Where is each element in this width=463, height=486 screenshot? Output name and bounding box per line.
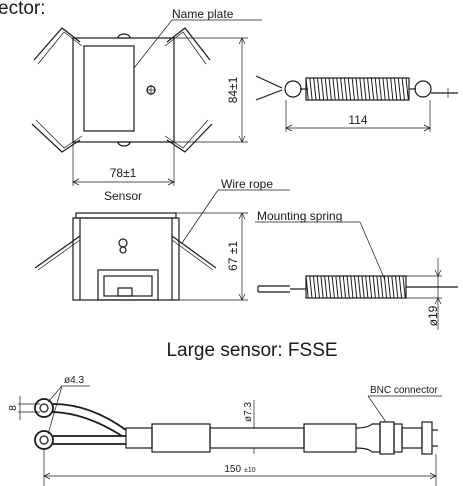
sensor-top-view: Name plate 84±1 78±1 Sensor	[31, 7, 262, 203]
coil-turn	[402, 275, 406, 299]
coil-turn	[309, 77, 313, 101]
caption: Large sensor: FSSE	[166, 340, 337, 361]
height-dim-side: 67 ±1	[226, 241, 240, 271]
coil-turn	[397, 77, 402, 101]
coil-turn	[401, 77, 405, 101]
wire-rope-bottom-left	[31, 123, 81, 153]
coil-turn	[391, 275, 395, 299]
coil-turn	[332, 77, 336, 101]
coil-turn	[316, 275, 320, 299]
coil-turn	[374, 77, 379, 101]
hole-dia-dim: ø4.3	[64, 375, 84, 386]
mounting-spring-label: Mounting spring	[257, 209, 342, 223]
bottom-rivet	[117, 141, 131, 147]
coil-turn	[378, 77, 382, 101]
sensor-side-view: Wire rope 67 ±1	[34, 177, 290, 301]
spring-top: 114	[255, 75, 458, 132]
lug-top	[34, 398, 54, 418]
coil-turn	[383, 275, 388, 299]
coil-turn	[309, 275, 313, 299]
coil-turn	[386, 77, 390, 101]
coil-turn	[328, 77, 332, 101]
wire-rope-label: Wire rope	[221, 177, 273, 191]
coil-turn	[320, 275, 324, 299]
wire-rope-top-left	[33, 27, 81, 61]
spring-coils	[305, 77, 409, 101]
width-dim: 78±1	[110, 166, 137, 180]
coil-turn	[357, 275, 361, 299]
length-dim: 150±10	[224, 464, 255, 475]
top-rivet	[117, 33, 131, 39]
coil-turn	[368, 275, 373, 299]
coil-turn	[370, 77, 375, 101]
header-fragment: ector:	[0, 0, 46, 19]
coil-turn	[363, 77, 367, 101]
spring-coils-side	[305, 275, 406, 299]
name-plate-label: Name plate	[172, 7, 234, 21]
spring-length-dim: 114	[348, 113, 367, 127]
spring-dia-dim: ø19	[426, 305, 440, 326]
cable-drawing: ø4.3 8 ø7.3 BNC connector 150±10	[8, 375, 442, 486]
coil-turn	[354, 275, 358, 299]
coil-turn	[313, 77, 317, 101]
coil-turn	[336, 77, 340, 101]
coil-turn	[331, 275, 335, 299]
name-plate	[83, 45, 135, 132]
coil-turn	[365, 275, 369, 299]
coil-turn	[346, 275, 350, 299]
wire-rope-top-right	[166, 27, 211, 61]
height-dim-top: 84±1	[226, 76, 240, 103]
coil-turn	[361, 275, 365, 299]
coil-turn	[380, 275, 384, 299]
coil-turn	[382, 77, 386, 101]
coil-turn	[390, 77, 394, 101]
coil-turn	[324, 275, 328, 299]
coil-turn	[343, 77, 348, 101]
bnc-label: BNC connector	[370, 385, 438, 396]
sensor-label: Sensor	[104, 189, 142, 203]
coil-turn	[376, 275, 380, 299]
coil-turn	[393, 77, 398, 101]
cable-dia-dim: ø7.3	[243, 402, 254, 422]
coil-turn	[387, 275, 391, 299]
coil-turn	[312, 275, 317, 299]
coil-turn	[367, 77, 371, 101]
lug-bottom	[34, 430, 54, 450]
coil-turn	[355, 77, 359, 101]
coil-turn	[405, 77, 409, 101]
lock-icon	[118, 238, 128, 248]
sensor-body	[72, 37, 175, 143]
coil-turn	[327, 275, 332, 299]
coil-turn	[347, 77, 352, 101]
spacing-dim: 8	[8, 405, 19, 411]
coil-turn	[339, 275, 343, 299]
coil-turn	[350, 275, 354, 299]
coil-turn	[372, 275, 376, 299]
coil-turn	[342, 275, 347, 299]
coil-turn	[351, 77, 355, 101]
coil-turn	[359, 77, 363, 101]
wire-rope-bottom-right	[166, 123, 213, 153]
coil-turn	[340, 77, 344, 101]
spring-side: Mounting spring ø19	[255, 209, 458, 330]
coil-turn	[395, 275, 399, 299]
coil-turn	[324, 77, 329, 101]
coil-turn	[398, 275, 403, 299]
coil-turn	[335, 275, 339, 299]
coil-turn	[320, 77, 325, 101]
coil-turn	[317, 77, 321, 101]
